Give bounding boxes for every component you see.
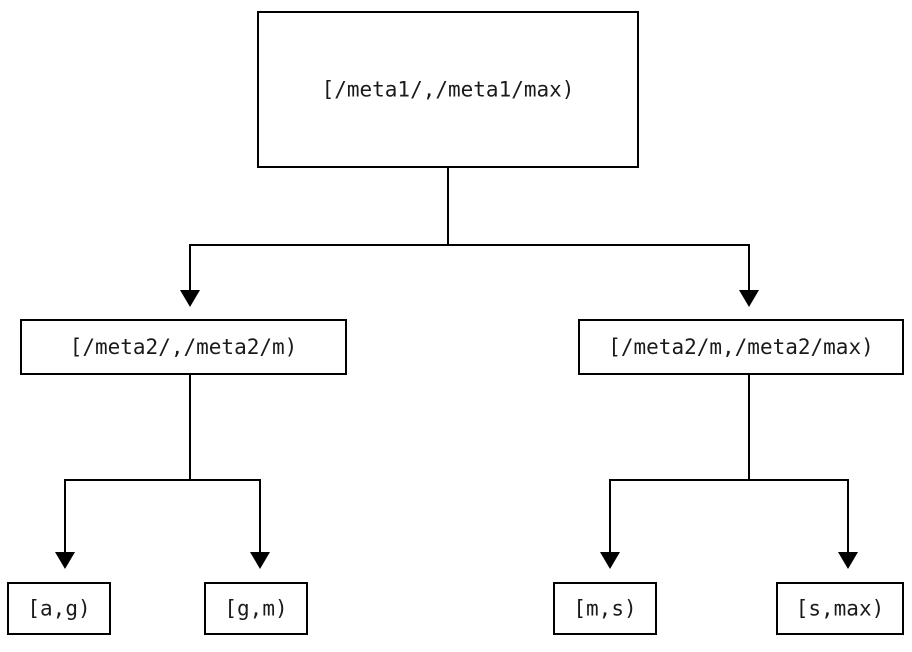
edge-root-mid-right (446, 167, 759, 307)
tree-node-root[interactable]: [/meta1/,/meta1/max) (256, 10, 640, 169)
tree-node-leaf-gm[interactable]: [g,m) (203, 581, 309, 636)
node-box-leaf-ag[interactable] (6, 581, 112, 636)
arrowhead-down-icon (600, 552, 620, 569)
tree-node-leaf-ms[interactable]: [m,s) (552, 581, 658, 636)
edge-connector-line (446, 167, 751, 291)
node-box-root[interactable] (256, 10, 640, 169)
tree-node-mid-right[interactable]: [/meta2/m,/meta2/max) (577, 318, 905, 376)
arrowhead-down-icon (180, 290, 200, 307)
node-box-mid-left[interactable] (19, 318, 348, 376)
arrowhead-down-icon (55, 552, 75, 569)
node-label-root: [/meta1/,/meta1/max) (322, 78, 575, 102)
node-label-leaf-gm: [g,m) (224, 597, 287, 621)
arrowhead-down-icon (838, 552, 858, 569)
node-label-mid-left: [/meta2/,/meta2/m) (70, 335, 298, 359)
edge-connector-line (188, 374, 262, 553)
nodes-layer: [/meta1/,/meta1/max) [/meta2/,/meta2/m) [/… (6, 10, 905, 636)
tree-node-leaf-ag[interactable]: [a,g) (6, 581, 112, 636)
edges-layer (55, 167, 858, 569)
edge-connector-line (188, 167, 450, 291)
edge-connector-line (608, 374, 751, 553)
edge-connector-line (63, 374, 192, 553)
node-label-leaf-smax: [s,max) (796, 597, 885, 621)
edge-mid-left-leaf-ag (55, 374, 192, 569)
node-box-mid-right[interactable] (577, 318, 905, 376)
edge-root-mid-left (180, 167, 450, 307)
arrowhead-down-icon (250, 552, 270, 569)
node-label-leaf-ag: [a,g) (27, 597, 90, 621)
edge-connector-line (747, 374, 850, 553)
node-box-leaf-gm[interactable] (203, 581, 309, 636)
node-label-mid-right: [/meta2/m,/meta2/max) (608, 335, 874, 359)
edge-mid-right-leaf-smax (747, 374, 858, 569)
node-box-leaf-ms[interactable] (552, 581, 658, 636)
edge-mid-left-leaf-gm (188, 374, 270, 569)
node-box-leaf-smax[interactable] (775, 581, 905, 636)
arrowhead-down-icon (739, 290, 759, 307)
edge-mid-right-leaf-ms (600, 374, 751, 569)
node-label-leaf-ms: [m,s) (573, 597, 636, 621)
tree-node-mid-left[interactable]: [/meta2/,/meta2/m) (19, 318, 348, 376)
tree-node-leaf-smax[interactable]: [s,max) (775, 581, 905, 636)
